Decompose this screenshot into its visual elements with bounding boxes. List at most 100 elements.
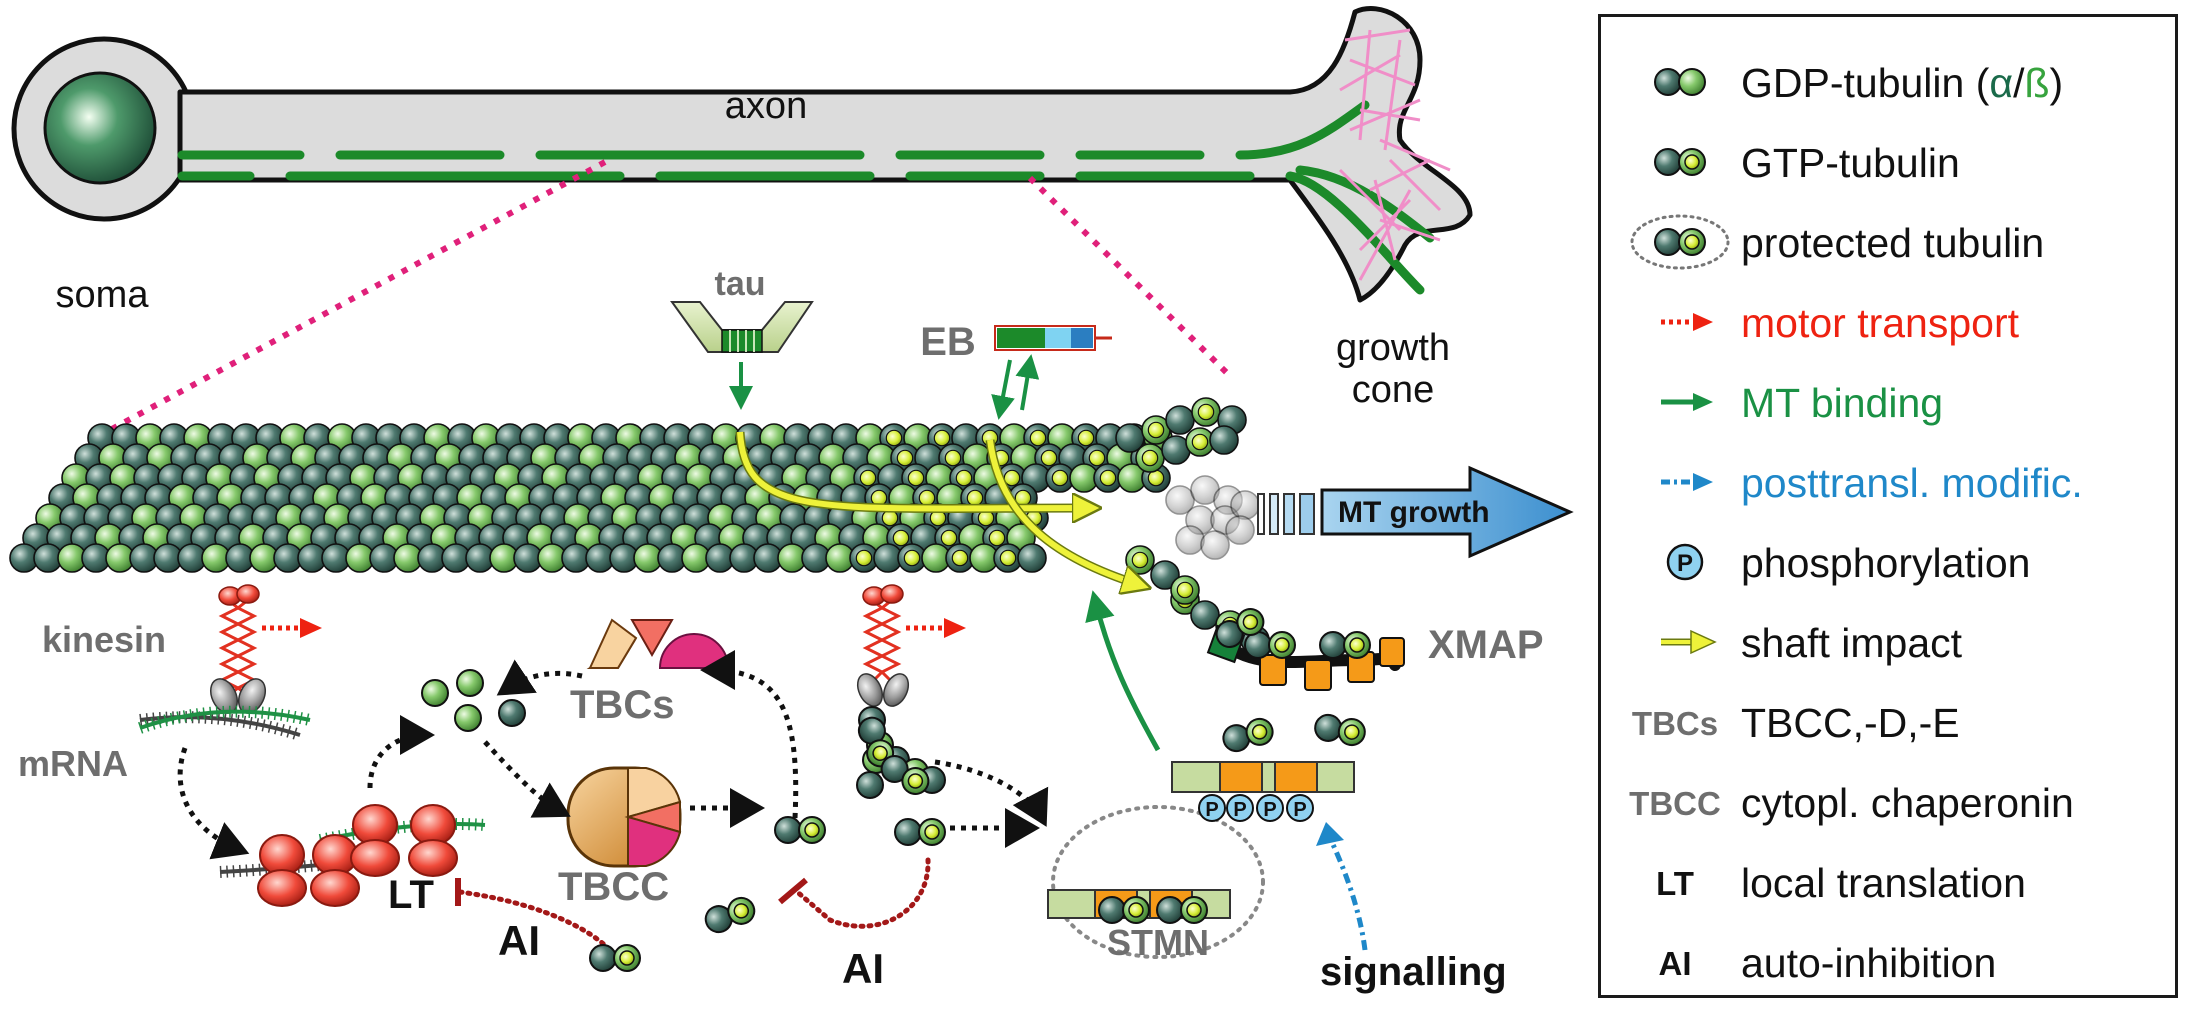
local-translation: LT AI bbox=[219, 804, 613, 964]
tubulin-dimer bbox=[1215, 608, 1265, 648]
gtp-cap bbox=[1191, 433, 1209, 451]
tubulin-subunit bbox=[1209, 425, 1239, 455]
gtp-cap bbox=[859, 469, 877, 487]
mt-binding-icon bbox=[1661, 393, 1713, 411]
gtp-cap bbox=[966, 489, 984, 507]
tbcs-label: TBCs bbox=[570, 683, 674, 727]
microtubule-lattice bbox=[9, 397, 1270, 655]
lt-label: LT bbox=[388, 873, 434, 917]
tubulin-dimer bbox=[1222, 717, 1274, 753]
gtp-cap bbox=[896, 449, 914, 467]
signalling-label: signalling bbox=[1320, 950, 1507, 994]
protected-tubulin-icon bbox=[1630, 214, 1730, 270]
legend-label: cytopl. chaperonin bbox=[1741, 780, 2074, 826]
phospho-sites: P P P P bbox=[1198, 794, 1314, 822]
gtp-cap bbox=[1077, 429, 1095, 447]
stmn-phosphorylated: P P P P signalling bbox=[1085, 590, 1507, 994]
gtp-cap bbox=[944, 449, 962, 467]
legend-label: protected tubulin bbox=[1741, 220, 2045, 266]
stmn-label: STMN bbox=[1107, 922, 1209, 963]
legend-row-protected-tubulin: protected tubulin bbox=[1601, 211, 2175, 271]
tubulin-dimer bbox=[894, 818, 946, 846]
legend-row-ai: AI auto-inhibition bbox=[1601, 931, 2175, 991]
gtp-cap bbox=[1088, 449, 1106, 467]
cycle-arrows bbox=[177, 650, 1049, 860]
axon-microtubules bbox=[177, 100, 1435, 295]
legend-label: phosphorylation bbox=[1741, 540, 2031, 586]
tbcc-label: TBCC bbox=[558, 865, 669, 909]
tubulin-dimer bbox=[1244, 631, 1296, 659]
tubulin-subunit bbox=[1225, 515, 1255, 545]
legend-row-shaft-impact: shaft impact bbox=[1601, 611, 2175, 671]
gtp-cap bbox=[918, 489, 936, 507]
gtp-cap bbox=[955, 469, 973, 487]
legend-row-lt: LT local translation bbox=[1601, 851, 2175, 911]
axon-label: axon bbox=[725, 85, 807, 127]
tubulin-dimer bbox=[704, 896, 756, 934]
gtp-cap bbox=[1040, 449, 1058, 467]
legend-abbr: TBCs bbox=[1631, 705, 1719, 742]
tubulin-subunit bbox=[1200, 530, 1230, 560]
tubulin-dimer bbox=[1156, 896, 1208, 924]
gtp-cap bbox=[940, 529, 958, 547]
gtp-cap bbox=[892, 529, 910, 547]
gdp-tubulin-icon bbox=[1654, 68, 1706, 96]
phosphorylation-icon: P bbox=[1666, 543, 1704, 581]
gtp-cap bbox=[1131, 551, 1149, 569]
gtp-cap bbox=[1147, 421, 1165, 439]
gtp-cap bbox=[1197, 403, 1215, 421]
posttranslational-modification-icon bbox=[1661, 473, 1713, 491]
legend-label: auto-inhibition bbox=[1741, 940, 1997, 986]
tubulin-subunit bbox=[1175, 525, 1205, 555]
tubulin-dimer bbox=[1098, 896, 1150, 924]
growth-cone-label-line2: cone bbox=[1352, 369, 1434, 411]
shaft-impact-icon bbox=[1661, 629, 1717, 655]
tubulin-subunit bbox=[1190, 600, 1220, 630]
legend: GDP-tubulin (α/ß) GTP-tubulin protected … bbox=[1598, 14, 2178, 998]
tubulin-monomer bbox=[456, 669, 484, 697]
motor-transport-icon bbox=[1661, 313, 1713, 331]
kinesin-label: kinesin bbox=[42, 619, 166, 660]
tubulin-dimer bbox=[880, 755, 930, 795]
legend-abbr: LT bbox=[1656, 865, 1694, 902]
soma-nucleus bbox=[43, 71, 157, 185]
legend-label: TBCC,-D,-E bbox=[1741, 700, 1960, 746]
kinesin-left: kinesin mRNA bbox=[18, 584, 322, 784]
tbcc-chaperonin: TBCC bbox=[558, 766, 682, 909]
gtp-cap bbox=[1141, 449, 1159, 467]
tau: tau bbox=[670, 265, 814, 410]
stmn: STMN bbox=[1047, 805, 1265, 963]
tubulin-monomer bbox=[421, 679, 449, 707]
legend-row-motor-transport: motor transport bbox=[1601, 291, 2175, 351]
neuron: axon soma growth cone bbox=[11, 6, 1473, 411]
legend-label: motor transport bbox=[1741, 300, 2019, 346]
mt-growth-arrow: MT growth bbox=[1257, 465, 1574, 559]
growth-cone-label-line1: growth bbox=[1336, 327, 1450, 369]
gtp-cap bbox=[999, 549, 1017, 567]
tubulin-monomer bbox=[454, 704, 482, 732]
gtp-cap bbox=[907, 469, 925, 487]
kinesin-middle bbox=[856, 584, 966, 707]
legend-row-tbcs: TBCs TBCC,-D,-E bbox=[1601, 691, 2175, 751]
legend-abbr: TBCC bbox=[1629, 785, 1721, 822]
legend-label: posttransl. modific. bbox=[1741, 460, 2083, 506]
gtp-cap bbox=[1051, 469, 1069, 487]
gtp-cap bbox=[951, 549, 969, 567]
gtp-cap bbox=[885, 429, 903, 447]
tubulin-dimer bbox=[1319, 631, 1371, 659]
tubulin-dimer bbox=[774, 816, 826, 844]
tubulin-dimer bbox=[589, 944, 641, 972]
legend-label: shaft impact bbox=[1741, 620, 1963, 666]
xmap-domain bbox=[1304, 659, 1332, 691]
phospho-site-label: P bbox=[1233, 799, 1246, 821]
gtp-cap bbox=[1099, 469, 1117, 487]
legend-label: GDP-tubulin (α/ß) bbox=[1741, 60, 2064, 106]
phospho-site-label: P bbox=[1293, 799, 1306, 821]
legend-abbr: AI bbox=[1658, 945, 1692, 982]
tau-label: tau bbox=[715, 265, 766, 303]
gtp-cap bbox=[1029, 429, 1047, 447]
ai-right-label: AI bbox=[842, 945, 884, 992]
legend-row-tbcc: TBCC cytopl. chaperonin bbox=[1601, 771, 2175, 831]
eb: EB bbox=[920, 320, 1112, 420]
